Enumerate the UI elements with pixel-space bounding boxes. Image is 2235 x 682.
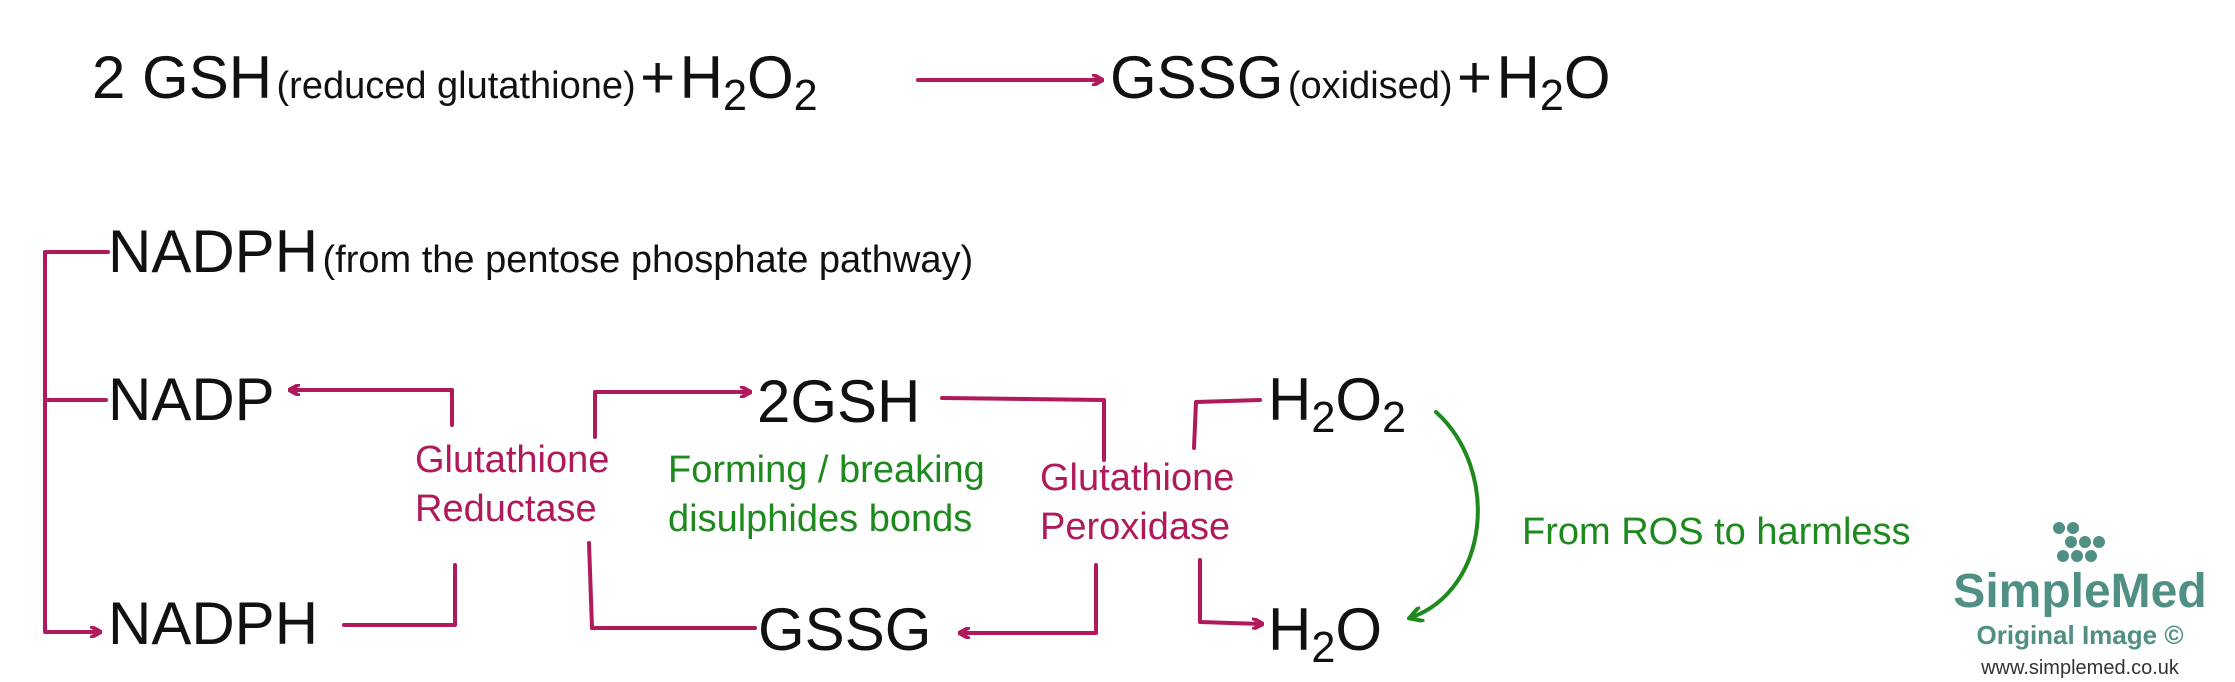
molecule-icon [2053,522,2105,562]
gssg-label: GSSG [758,596,932,663]
equation-product-gssg-note: (oxidised) [1287,65,1453,107]
equation-plus-2: + [1457,44,1493,111]
overall-equation-products: GSSG (oxidised) + H2O [1110,48,1611,118]
reductase-to-nadp-arrow [288,390,454,427]
nadp-label: NADP [108,366,275,433]
glutathione-reductase-label: Glutathione Reductase [415,439,610,531]
ros-to-harmless-arrow [1410,410,1480,618]
nadph-to-reductase-line [342,563,457,627]
peroxidase-to-h2o-arrow [1198,558,1262,624]
h2o2-label: H2O2 [1268,366,1407,443]
equation-plus-1: + [640,44,676,111]
h2o2-to-peroxidase-line [1192,398,1262,450]
logo-url: www.simplemed.co.uk [1981,657,2179,679]
glutathione-peroxidase-label: Glutathione Peroxidase [1040,457,1235,549]
nadph-top: NADPH [108,218,319,285]
gssg-to-reductase-line [587,541,757,630]
peroxidase-to-gssg-arrow [958,563,1098,633]
reductase-to-gsh-arrow [593,392,752,439]
equation-reactant-gsh-note: (reduced glutathione) [276,65,636,107]
simplemed-logo: SimpleMed Original Image © www.simplemed… [1950,520,2210,678]
disulphide-bonds-note: Forming / breaking disulphides bonds [668,449,985,541]
nadph-source-label: NADPH (from the pentose phosphate pathwa… [108,222,973,282]
equation-product-h2o: H2O [1496,44,1611,121]
equation-reactant-h2o2: H2O2 [679,44,818,121]
gsh-to-peroxidase-line [940,396,1106,462]
ros-to-harmless-note: From ROS to harmless [1522,511,1911,553]
h2o-label: H2O [1268,596,1383,673]
nadph-source-note: (from the pentose phosphate pathway) [322,239,974,281]
logo-name: SimpleMed [1953,565,2207,618]
equation-product-gssg: GSSG [1110,44,1284,111]
nadph-bracket [43,250,110,632]
nadph-bottom-label: NADPH [108,590,319,657]
logo-tag: Original Image © [1976,620,2184,650]
equation-reactant-gsh: 2 GSH [92,44,273,111]
gsh-label: 2GSH [757,368,921,435]
overall-equation: 2 GSH (reduced glutathione) + H2O2 [92,48,818,118]
